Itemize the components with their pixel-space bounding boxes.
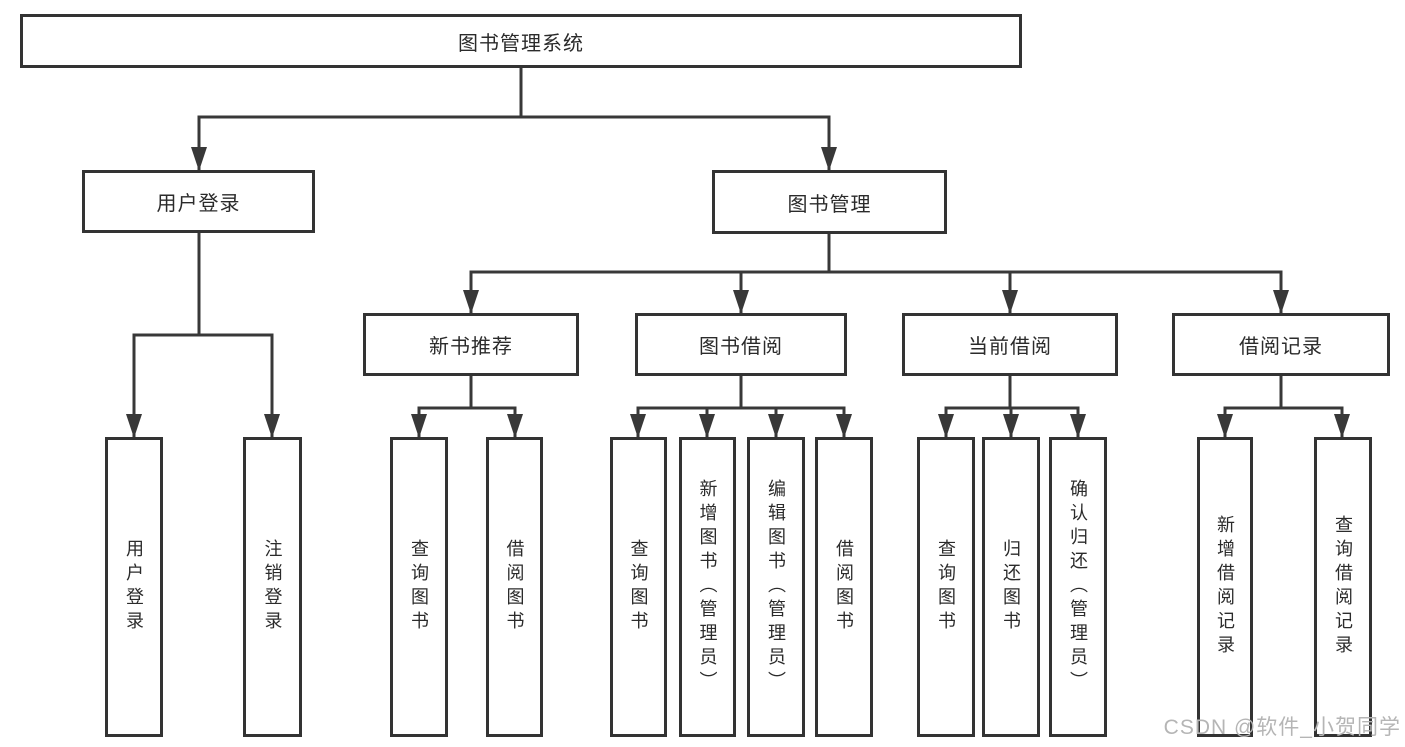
leaf-borrow-edit-books: 编辑图书（管理员） [747, 437, 805, 737]
connector-root-split [199, 68, 829, 119]
node-borrow-records: 借阅记录 [1172, 313, 1390, 376]
leaf-recommend-borrow-books: 借阅图书 [486, 437, 543, 737]
leaf-user-login-label: 用户登录 [124, 539, 144, 635]
leaf-borrow-borrow-books-label: 借阅图书 [834, 539, 854, 635]
connector-bookborrow-split [638, 376, 844, 410]
node-current-borrow: 当前借阅 [902, 313, 1118, 376]
leaf-records-add-record-label: 新增借阅记录 [1215, 515, 1235, 659]
leaf-current-query-books-label: 查询图书 [936, 539, 956, 635]
node-current-borrow-label: 当前借阅 [968, 336, 1052, 358]
leaf-borrow-add-books: 新增图书（管理员） [679, 437, 736, 737]
leaf-current-return-books-label: 归还图书 [1001, 539, 1021, 635]
node-book-borrow: 图书借阅 [635, 313, 847, 376]
leaf-current-return-books: 归还图书 [982, 437, 1040, 737]
leaf-borrow-edit-books-label: 编辑图书（管理员） [766, 479, 786, 695]
node-root-label: 图书管理系统 [458, 32, 584, 55]
connector-recommend-split [419, 376, 515, 410]
leaf-current-confirm-return: 确认归还（管理员） [1049, 437, 1107, 737]
leaf-recommend-borrow-books-label: 借阅图书 [504, 539, 525, 635]
node-user-login: 用户登录 [82, 170, 315, 233]
connector-records-split [1225, 376, 1342, 410]
connector-userlogin-split [134, 233, 272, 337]
node-book-management: 图书管理 [712, 170, 947, 234]
leaf-borrow-add-books-label: 新增图书（管理员） [697, 479, 718, 695]
leaf-current-confirm-return-label: 确认归还（管理员） [1068, 479, 1088, 695]
node-borrow-records-label: 借阅记录 [1239, 336, 1323, 358]
node-user-login-label: 用户登录 [156, 193, 241, 215]
watermark-text: CSDN @软件_小贺同学 [1163, 716, 1401, 739]
node-new-book-recommend-label: 新书推荐 [429, 336, 513, 358]
connector-bookmgmt-split [471, 234, 1281, 274]
leaf-recommend-query-books: 查询图书 [390, 437, 448, 737]
node-root: 图书管理系统 [20, 14, 1022, 68]
node-book-borrow-label: 图书借阅 [699, 336, 783, 358]
leaf-current-query-books: 查询图书 [917, 437, 975, 737]
leaf-logout: 注销登录 [243, 437, 302, 737]
leaf-records-add-record: 新增借阅记录 [1197, 437, 1253, 737]
node-book-management-label: 图书管理 [787, 193, 872, 216]
leaf-logout-label: 注销登录 [262, 539, 283, 635]
connector-currentborrow-split [946, 376, 1078, 410]
leaf-user-login: 用户登录 [105, 437, 163, 737]
leaf-recommend-query-books-label: 查询图书 [409, 539, 429, 635]
leaf-records-query-record-label: 查询借阅记录 [1333, 515, 1353, 659]
leaf-borrow-query-books-label: 查询图书 [628, 539, 649, 635]
leaf-borrow-borrow-books: 借阅图书 [815, 437, 873, 737]
leaf-records-query-record: 查询借阅记录 [1314, 437, 1372, 737]
node-new-book-recommend: 新书推荐 [363, 313, 579, 376]
leaf-borrow-query-books: 查询图书 [610, 437, 667, 737]
